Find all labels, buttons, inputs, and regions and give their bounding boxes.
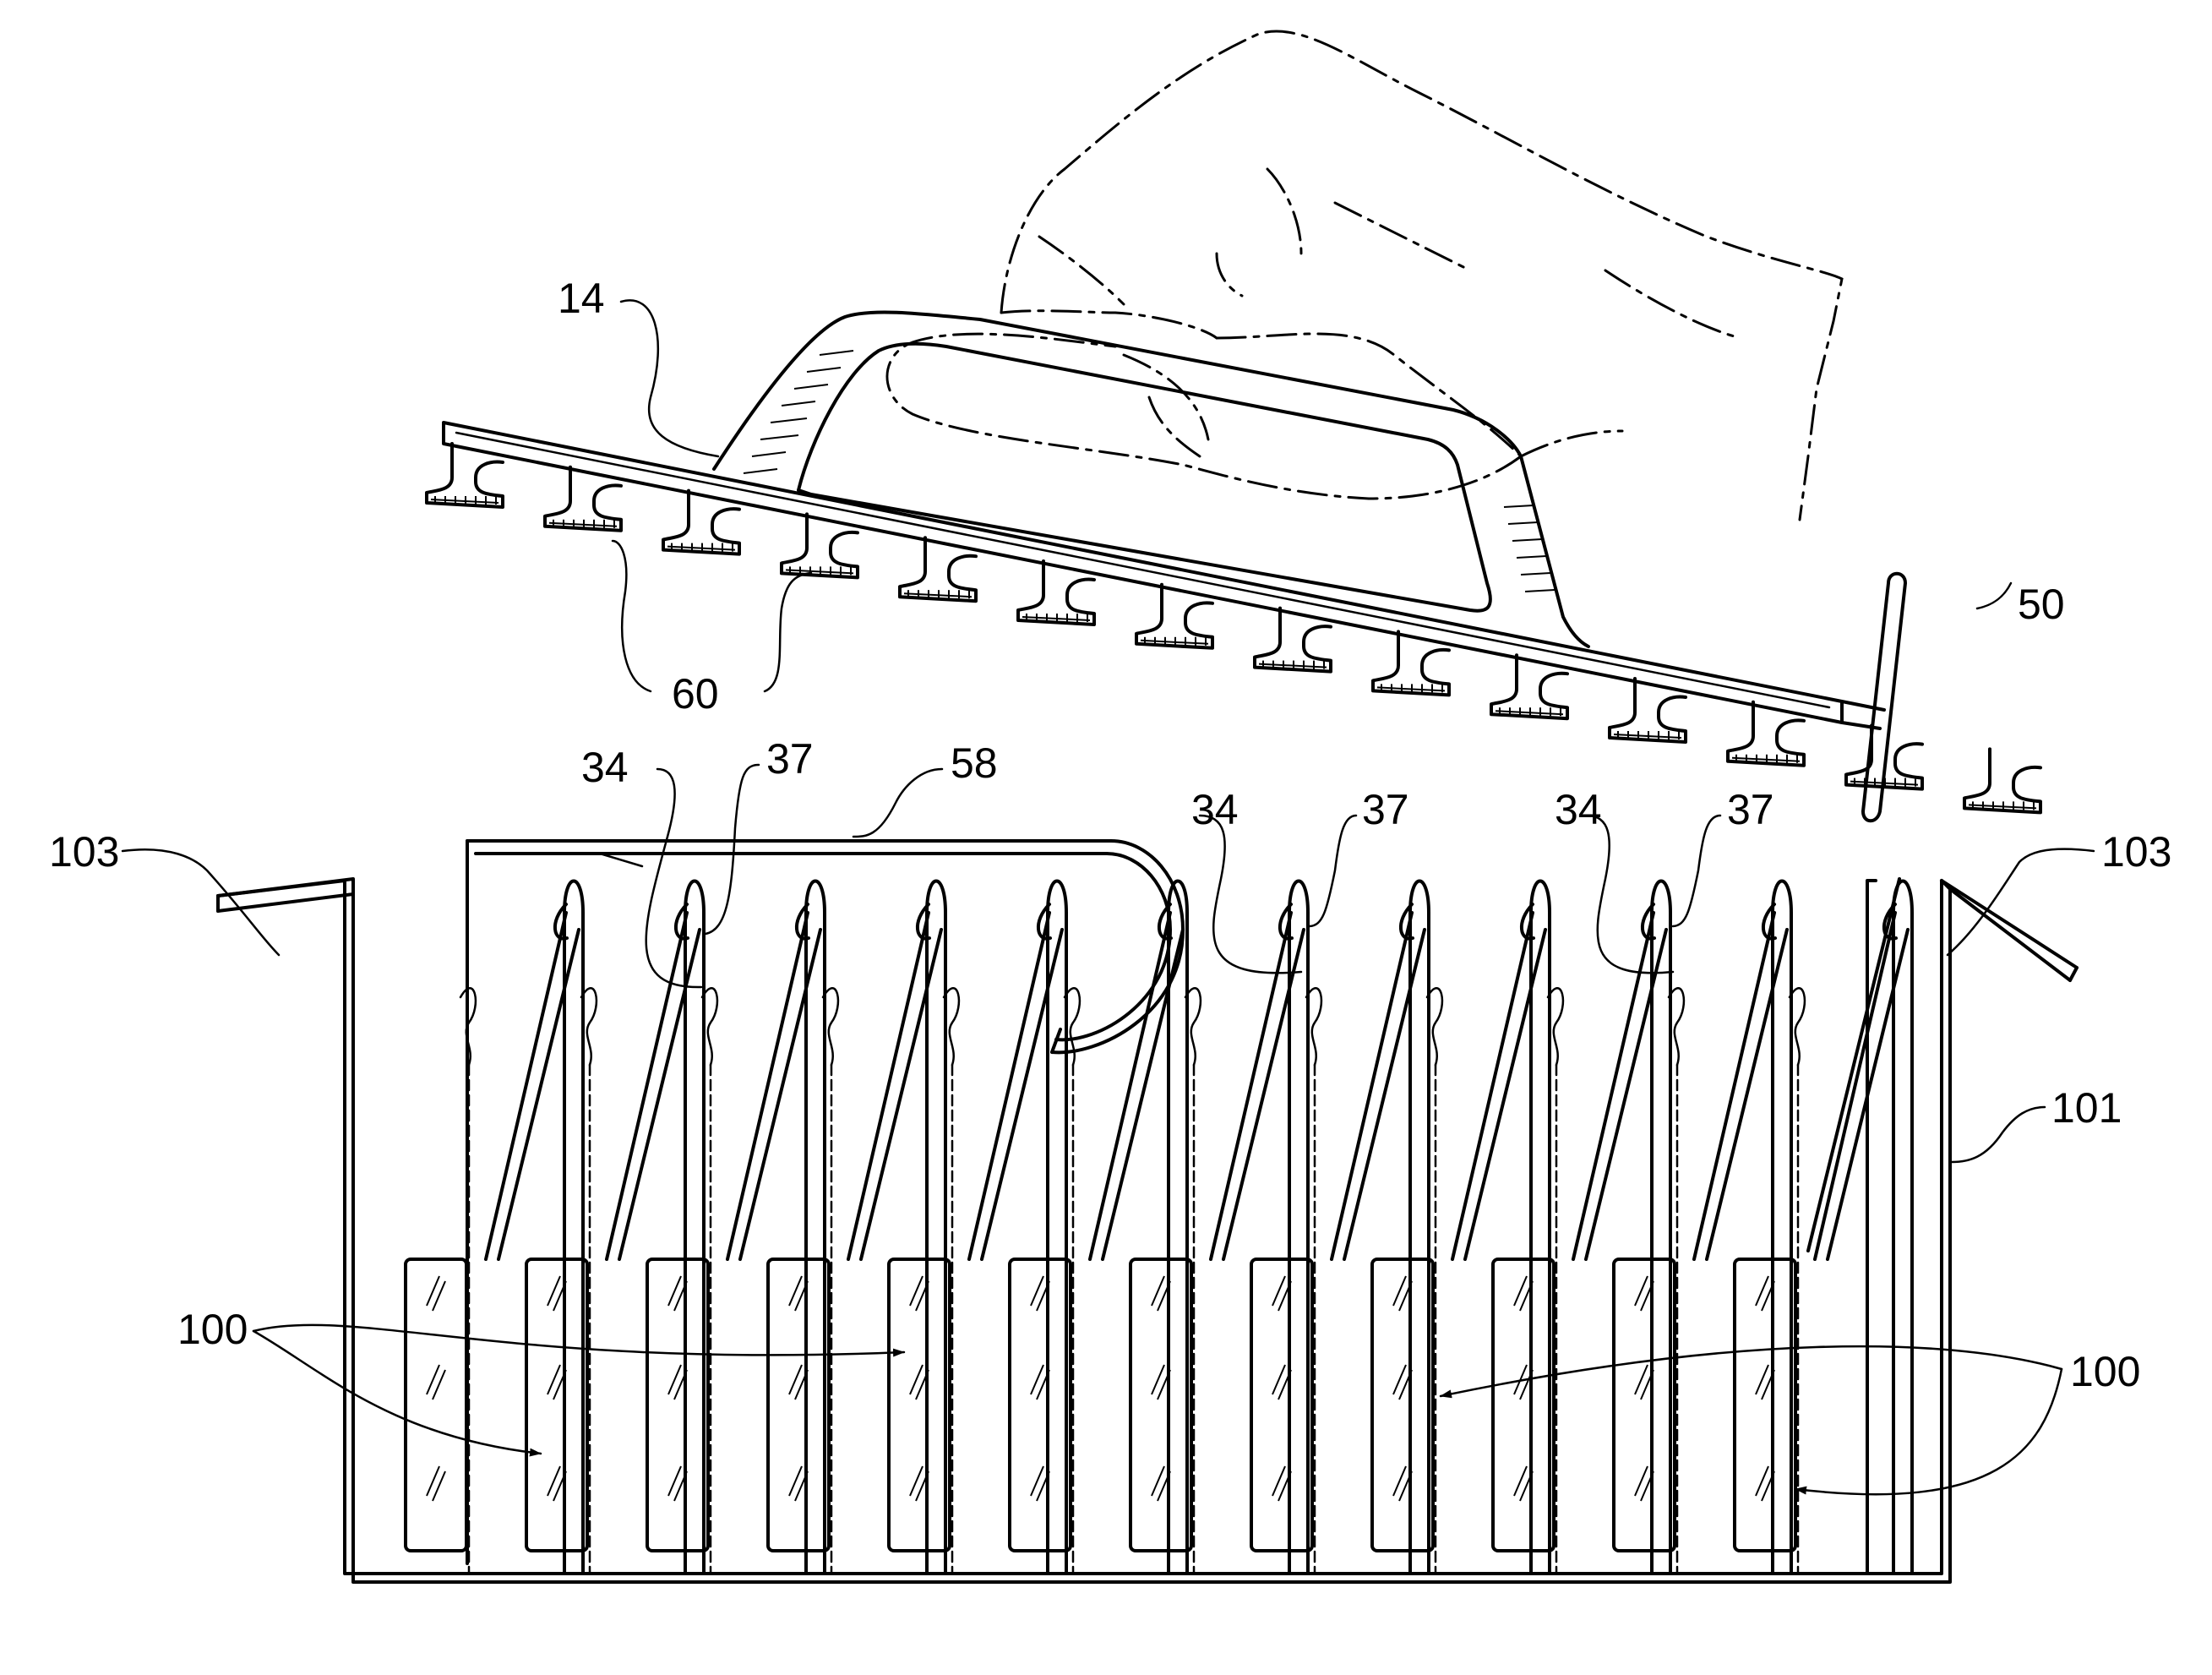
label-14: 14 bbox=[558, 275, 605, 322]
comb-hook bbox=[1964, 749, 2040, 812]
slide-holder bbox=[823, 881, 945, 1573]
glass-slide bbox=[1010, 1259, 1071, 1551]
slide-holder bbox=[581, 881, 704, 1573]
label-37-a: 37 bbox=[766, 735, 814, 783]
glass-slide bbox=[526, 1259, 587, 1551]
glass-slide bbox=[1735, 1259, 1795, 1551]
slide-holder bbox=[1185, 881, 1308, 1573]
slide-holder bbox=[944, 881, 1066, 1573]
glass-slide bbox=[889, 1259, 950, 1551]
comb-hooks bbox=[427, 444, 2040, 812]
glass-slide bbox=[406, 1259, 466, 1551]
label-58: 58 bbox=[951, 739, 998, 787]
label-100-left: 100 bbox=[177, 1306, 248, 1353]
slide-holder bbox=[1669, 881, 1791, 1573]
slide-holder bbox=[1065, 881, 1187, 1573]
comb-hook bbox=[1846, 726, 1922, 789]
slide-holders bbox=[406, 879, 1912, 1572]
glass-slide bbox=[1372, 1259, 1433, 1551]
slide-holder bbox=[1427, 881, 1550, 1573]
glass-slide bbox=[1493, 1259, 1554, 1551]
label-101: 101 bbox=[2051, 1084, 2122, 1132]
slide-holder bbox=[1306, 881, 1429, 1573]
label-37-c: 37 bbox=[1727, 786, 1774, 833]
glass-slide bbox=[1614, 1259, 1675, 1551]
slide-holder bbox=[1790, 881, 1912, 1573]
label-34-c: 34 bbox=[1555, 786, 1602, 833]
label-50: 50 bbox=[2018, 581, 2065, 628]
label-103-right: 103 bbox=[2101, 828, 2171, 876]
slide-holder bbox=[460, 881, 583, 1573]
glass-slide bbox=[647, 1259, 708, 1551]
label-37-b: 37 bbox=[1362, 786, 1409, 833]
glass-slide bbox=[1251, 1259, 1312, 1551]
hand-outline bbox=[887, 31, 1842, 520]
end-blade bbox=[1808, 879, 1899, 1251]
comb-bar bbox=[444, 312, 1905, 821]
slide-holder bbox=[1548, 881, 1670, 1573]
slide-holder bbox=[702, 881, 825, 1573]
label-60: 60 bbox=[672, 670, 719, 717]
glass-slide bbox=[1131, 1259, 1191, 1551]
label-100-right: 100 bbox=[2070, 1348, 2140, 1395]
label-34-b: 34 bbox=[1191, 786, 1239, 833]
label-34-a: 34 bbox=[581, 744, 629, 791]
glass-slide bbox=[768, 1259, 829, 1551]
label-103-left: 103 bbox=[49, 828, 119, 876]
